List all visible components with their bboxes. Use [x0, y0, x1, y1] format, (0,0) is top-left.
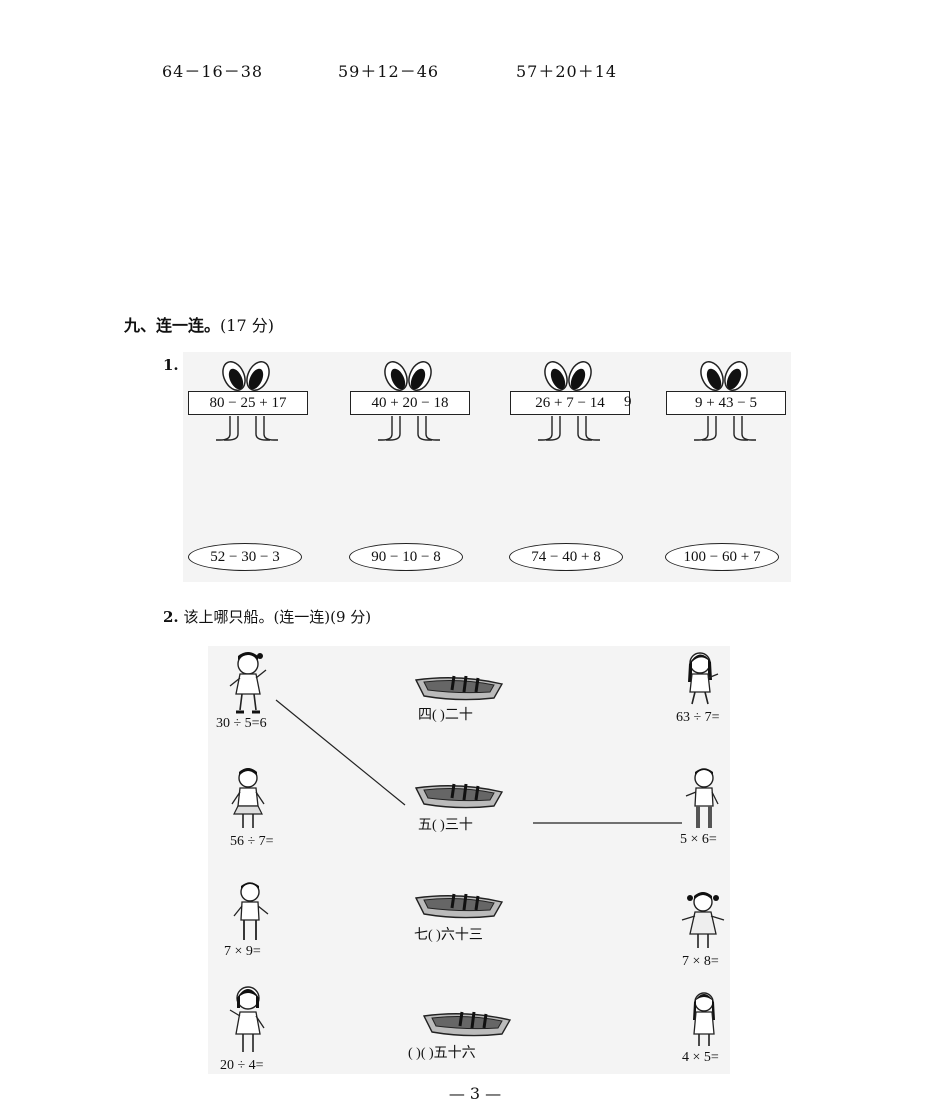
rabbit-ears-icon [544, 361, 592, 391]
section-points: (17 分) [220, 316, 274, 335]
rabbit-legs-icon [216, 416, 278, 441]
oval-expression-1[interactable]: 52 − 30 − 3 [188, 543, 302, 571]
child-girl-icon [688, 652, 719, 705]
oval-expression-2[interactable]: 90 − 10 − 8 [349, 543, 463, 571]
connect-line-1 [275, 699, 406, 806]
boat-icon [422, 1011, 512, 1037]
top-expression-2: 59＋12－46 [338, 62, 440, 81]
left-kid-label-2: 56 ÷ 7= [230, 834, 274, 849]
question-2-text: 该上哪只船。(连一连)(9 分) [178, 608, 372, 626]
question-2-title: 2. 该上哪只船。(连一连)(9 分) [163, 606, 371, 627]
boat-icon [414, 675, 504, 701]
rabbit-legs-icon [378, 416, 440, 441]
child-girl-icon [693, 992, 715, 1046]
boat-label-1: 四( )二十 [418, 708, 473, 723]
child-girl-icon [231, 768, 265, 828]
question-1-panel [183, 352, 791, 582]
left-kid-label-4: 20 ÷ 4= [220, 1058, 264, 1073]
question-2-number: 2. [163, 608, 179, 626]
boat-label-2: 五( )三十 [418, 818, 473, 833]
rabbit-ears-icon [384, 361, 432, 391]
right-kid-label-1: 63 ÷ 7= [676, 710, 720, 725]
section-title: 九、连一连。(17 分) [124, 312, 274, 336]
right-kid-label-2: 5 × 6= [680, 832, 717, 847]
section-title-text: 、连一连。 [140, 316, 221, 335]
child-boy-icon [233, 882, 269, 940]
child-boy-icon [685, 768, 719, 828]
boat-label-4: ( )( )五十六 [408, 1046, 476, 1061]
right-kid-label-4: 4 × 5= [682, 1050, 719, 1065]
question-1-number: 1. [163, 356, 179, 374]
rabbit-card-1: 80 − 25 + 17 [188, 360, 308, 444]
card-expression[interactable]: 9 + 43 − 5 [666, 391, 786, 415]
boat-icon [414, 893, 504, 919]
rabbit-card-2: 40 + 20 − 18 [350, 360, 470, 444]
boat-icon [414, 783, 504, 809]
boat-label-3: 七( )六十三 [414, 928, 483, 943]
question-2-panel [208, 646, 730, 1074]
card-expression[interactable]: 26 + 7 − 14 [510, 391, 630, 415]
page-number: — 3 — [448, 1084, 502, 1103]
child-girl-icon [229, 652, 267, 714]
child-girl-icon [229, 986, 265, 1052]
section-number: 九 [124, 316, 141, 335]
oval-expression-3[interactable]: 74 − 40 + 8 [509, 543, 623, 571]
oval-expression-4[interactable]: 100 − 60 + 7 [665, 543, 779, 571]
left-kid-label-1: 30 ÷ 5=6 [216, 716, 267, 731]
rabbit-ears-icon [700, 361, 748, 391]
right-kid-label-3: 7 × 8= [682, 954, 719, 969]
top-expression-3: 57＋20＋14 [516, 62, 618, 81]
rabbit-legs-icon [538, 416, 600, 441]
rabbit-card-4: 9 + 43 − 5 [666, 360, 786, 444]
top-expression-1: 64－16－38 [162, 62, 264, 81]
rabbit-legs-icon [694, 416, 756, 441]
card-expression[interactable]: 80 − 25 + 17 [188, 391, 308, 415]
child-girl-icon [681, 892, 725, 948]
left-kid-label-3: 7 × 9= [224, 944, 261, 959]
card-expression[interactable]: 40 + 20 − 18 [350, 391, 470, 415]
stray-mark: 9 [624, 394, 632, 410]
rabbit-card-3: 26 + 7 − 14 [510, 360, 630, 444]
rabbit-ears-icon [222, 361, 270, 391]
